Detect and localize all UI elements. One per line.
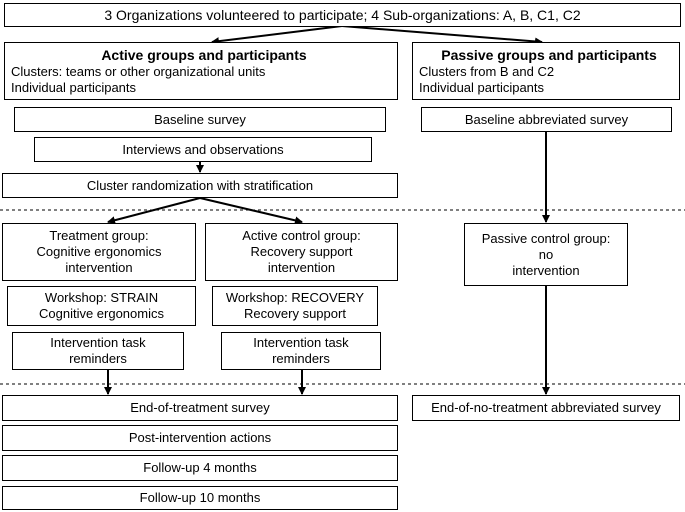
arrow-random-to-treatment [107, 197, 201, 225]
active-groups-box: Active groups and participants Clusters:… [4, 42, 398, 100]
randomization-box: Cluster randomization with stratificatio… [2, 173, 398, 198]
arrow-top-to-passive [341, 25, 543, 46]
interviews-box: Interviews and observations [34, 137, 372, 162]
workshop-recovery-box: Workshop: RECOVERY Recovery support [212, 286, 378, 326]
active-groups-title: Active groups and participants [101, 47, 307, 63]
treatment-group-box: Treatment group: Cognitive ergonomics in… [2, 223, 196, 281]
followup-10-box: Follow-up 10 months [2, 486, 398, 510]
end-of-treatment-box: End-of-treatment survey [2, 395, 398, 421]
treatment-reminders-box: Intervention task reminders [12, 332, 184, 370]
baseline-survey-box: Baseline survey [14, 107, 386, 132]
end-of-no-treatment-box: End-of-no-treatment abbreviated survey [412, 395, 680, 421]
passive-groups-title: Passive groups and participants [441, 47, 657, 63]
arrow-random-to-active-control [199, 197, 303, 225]
passive-control-group-box: Passive control group: no intervention [464, 223, 628, 286]
active-control-reminders-box: Intervention task reminders [221, 332, 381, 370]
passive-groups-line1: Clusters from B and C2 [419, 64, 555, 79]
active-groups-line1: Clusters: teams or other organizational … [11, 64, 266, 79]
baseline-abbreviated-survey-box: Baseline abbreviated survey [421, 107, 672, 132]
passive-groups-line2: Individual participants [419, 80, 545, 95]
active-control-group-box: Active control group: Recovery support i… [205, 223, 398, 281]
arrow-top-to-active [211, 25, 343, 46]
active-groups-line2: Individual participants [11, 80, 137, 95]
top-box: 3 Organizations volunteered to participa… [4, 3, 681, 27]
followup-4-box: Follow-up 4 months [2, 455, 398, 481]
post-intervention-box: Post-intervention actions [2, 425, 398, 451]
passive-groups-box: Passive groups and participants Clusters… [412, 42, 680, 100]
workshop-strain-box: Workshop: STRAIN Cognitive ergonomics [7, 286, 196, 326]
